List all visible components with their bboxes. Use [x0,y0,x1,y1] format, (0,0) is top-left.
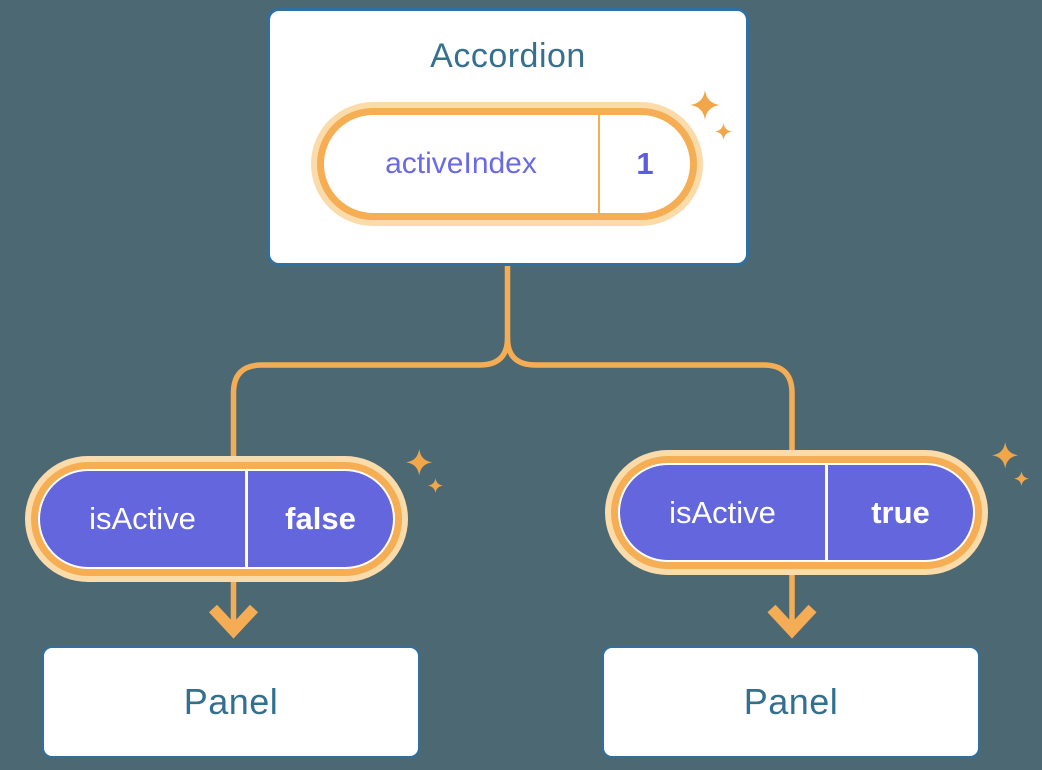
panel-card-right: Panel [602,646,980,758]
connector-branch-right [504,337,795,472]
prop-pill-is-active-false: isActive false [38,469,395,569]
sparkle-icon [992,442,1029,487]
accordion-title: Accordion [430,37,586,75]
pill-divider [245,471,248,567]
state-pill-active-index: activeIndex 1 [317,108,697,220]
panel-card-left: Panel [42,646,420,758]
panel-title: Panel [743,681,839,722]
prop-value-label: true [871,494,930,530]
arrow-head-left-icon [208,604,259,639]
sparkle-icon [406,449,443,494]
state-name-label: activeIndex [385,147,537,180]
prop-pill-is-active-true: isActive true [618,463,975,562]
panel-title: Panel [183,681,279,722]
prop-value-label: false [285,501,356,536]
prop-name-label: isActive [669,494,776,530]
sparkle-icon [690,90,732,140]
arrow-head-right-icon [767,604,817,639]
prop-name-label: isActive [89,501,196,536]
pill-divider [598,115,600,213]
pill-divider [825,465,828,560]
connector-branch-left [230,337,511,472]
state-value-label: 1 [636,146,654,181]
